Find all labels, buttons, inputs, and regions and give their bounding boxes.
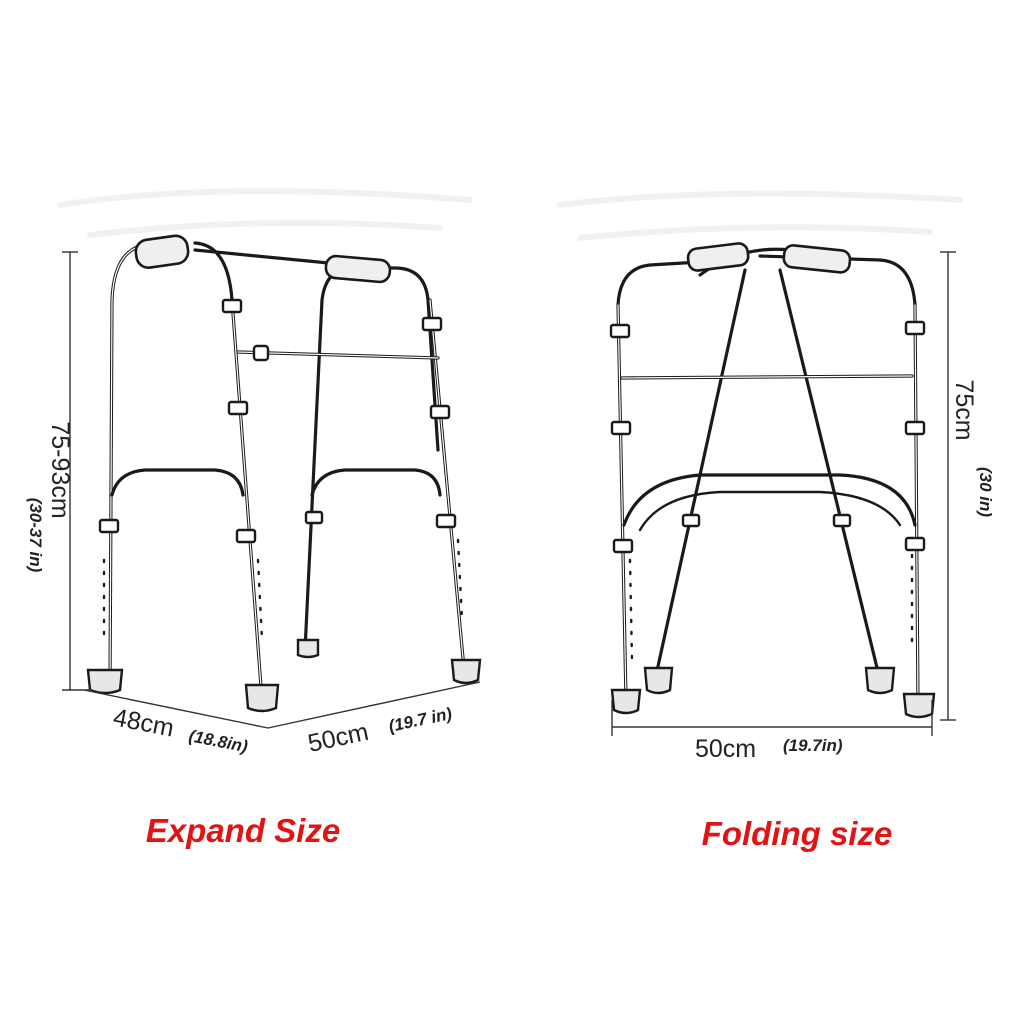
expanded-height-label: 75-93cm [46, 421, 74, 518]
folded-height-inches-label: (30 in) [976, 467, 995, 517]
folded-width-inches-label: (19.7in) [783, 736, 843, 755]
expanded-depth-label: 48cm [111, 703, 176, 742]
folded-caption: Folding size [702, 815, 893, 852]
folded-dimension-lines [611, 251, 956, 736]
expanded-width-label: 50cm [305, 718, 371, 758]
expanded-depth-inches-label: (18.8in) [187, 726, 249, 756]
folded-walker-illustration [609, 242, 936, 719]
expanded-dimension-lines [62, 251, 481, 729]
folded-width-label: 50cm [695, 735, 756, 763]
background-texture [57, 188, 963, 241]
expanded-caption: Expand Size [146, 812, 340, 849]
expanded-walker-illustration [86, 234, 482, 713]
folded-height-label: 75cm [950, 379, 978, 440]
expanded-width-inches-label: (19.7 in) [387, 704, 454, 736]
expanded-height-inches-label: (30-37 in) [26, 498, 45, 573]
